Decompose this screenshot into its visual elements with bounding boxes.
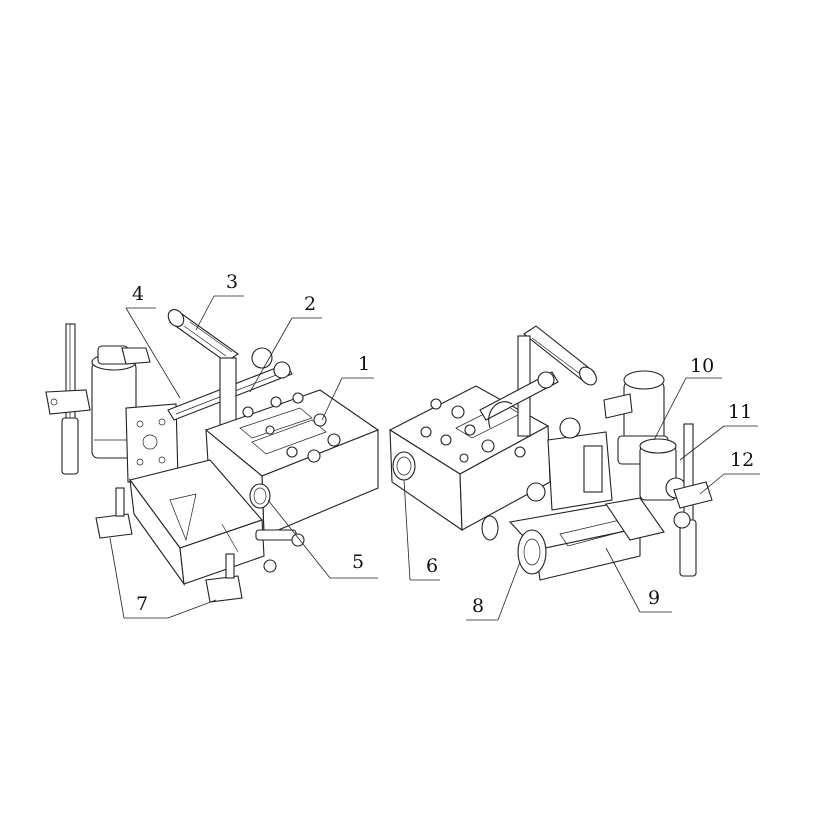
leader-6 — [403, 479, 411, 581]
leader-2 — [249, 317, 293, 393]
callout-3: 3 — [226, 271, 238, 293]
callout-6: 6 — [426, 555, 438, 577]
callout-12: 12 — [730, 449, 754, 471]
callout-2: 2 — [304, 293, 316, 315]
left-feet — [95, 487, 243, 603]
right-wheel — [481, 515, 547, 575]
right-torch-rod — [673, 423, 713, 577]
callout-1: 1 — [358, 353, 370, 375]
right-regulator — [639, 438, 687, 501]
leader-12 — [699, 473, 725, 495]
leader-9 — [605, 547, 641, 613]
leader-8 — [497, 561, 521, 621]
callout-5: 5 — [352, 551, 364, 573]
left-torch-clamp — [45, 389, 91, 415]
leader-1 — [321, 377, 343, 421]
right-rail — [479, 371, 559, 429]
callout-8: 8 — [472, 595, 484, 617]
callout-10: 10 — [690, 355, 714, 377]
leader-4 — [125, 307, 181, 399]
left-lower-body — [129, 459, 265, 587]
callout-9: 9 — [648, 587, 660, 609]
right-side-unit — [526, 417, 613, 511]
callouts: 1 2 3 4 5 6 7 8 9 10 — [109, 271, 760, 621]
left-adjust-knob — [255, 529, 305, 573]
leader-11 — [679, 425, 725, 461]
leader-7 — [109, 537, 125, 619]
left-motor — [91, 345, 151, 459]
left-carriage — [45, 309, 380, 603]
callout-11: 11 — [728, 401, 752, 423]
right-handle — [517, 325, 597, 437]
callout-4: 4 — [132, 283, 144, 305]
leader-5 — [267, 499, 331, 579]
leader-10 — [653, 377, 687, 441]
callout-7: 7 — [136, 593, 148, 615]
right-carriage — [388, 325, 713, 581]
leader-3 — [195, 295, 215, 331]
